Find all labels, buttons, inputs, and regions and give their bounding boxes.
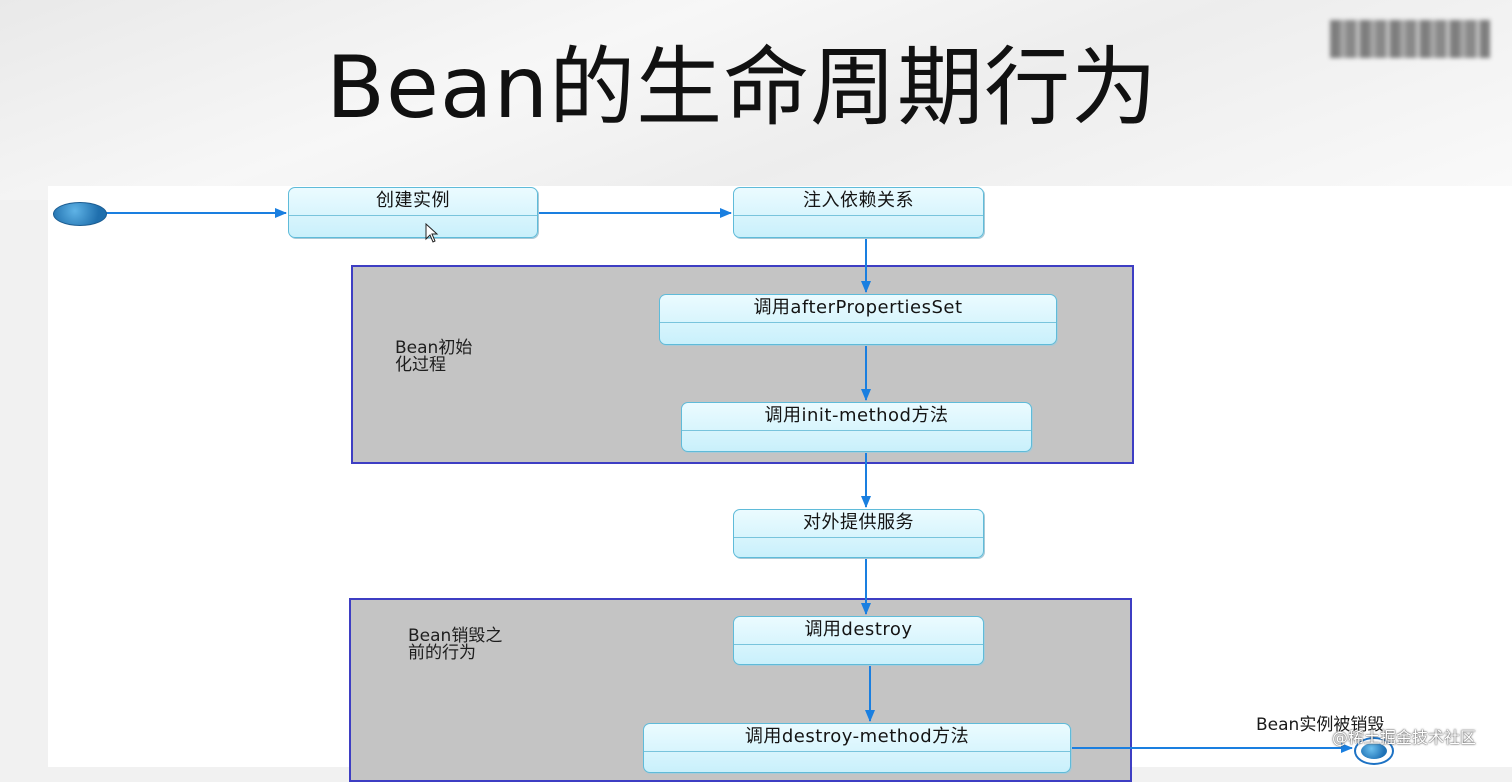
state-call-destroy[interactable]: 调用destroy [733, 616, 984, 665]
state-provide-service[interactable]: 对外提供服务 [733, 509, 984, 558]
initial-node [53, 202, 107, 226]
state-inject-dependencies[interactable]: 注入依赖关系 [733, 187, 984, 238]
state-label: 调用destroy-method方法 [744, 726, 970, 747]
slide-background [0, 0, 1512, 200]
state-label: 调用destroy [804, 619, 913, 640]
state-label: 调用init-method方法 [764, 405, 949, 426]
state-after-properties-set[interactable]: 调用afterPropertiesSet [659, 294, 1057, 345]
state-init-method[interactable]: 调用init-method方法 [681, 402, 1032, 452]
state-label: 创建实例 [376, 190, 450, 211]
state-label: 对外提供服务 [803, 512, 914, 533]
state-divider [734, 215, 983, 216]
region-label-init: Bean初始 化过程 [395, 338, 473, 375]
state-divider [682, 430, 1031, 431]
state-label: 调用afterPropertiesSet [753, 297, 963, 318]
state-destroy-method[interactable]: 调用destroy-method方法 [643, 723, 1071, 773]
final-node [1354, 737, 1394, 765]
state-divider [734, 537, 983, 538]
state-divider [644, 751, 1070, 752]
state-create-instance[interactable]: 创建实例 [288, 187, 538, 238]
slide-title: Bean的生命周期行为 [326, 38, 1159, 138]
watermark: @稀土掘金技术社区 [1332, 728, 1477, 747]
blurred-logo [1330, 20, 1490, 58]
state-label: 注入依赖关系 [803, 190, 914, 211]
state-divider [734, 644, 983, 645]
final-node-label: Bean实例被销毁 [1256, 715, 1385, 735]
state-divider [289, 215, 537, 216]
mouse-cursor-icon [425, 223, 439, 243]
region-label-destroy: Bean销毁之 前的行为 [408, 626, 503, 663]
state-divider [660, 322, 1056, 323]
